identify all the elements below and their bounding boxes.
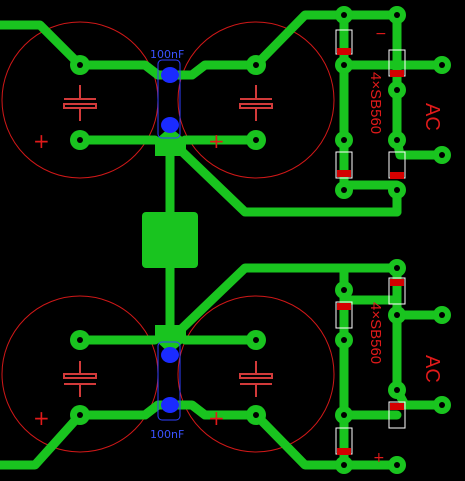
diode-bottom-1 <box>388 277 406 305</box>
drill-bridge-t2 <box>394 12 400 18</box>
diode-bottom-2 <box>335 301 353 329</box>
drill-ac-top-1 <box>439 62 445 68</box>
label-plus-tr: + <box>208 129 225 153</box>
cap-symbols <box>63 85 273 397</box>
smd-cap-top-pad-2 <box>161 117 179 133</box>
drill-bridge-t5 <box>341 137 347 143</box>
drill-cap-bl-2 <box>77 412 83 418</box>
drill-bridge-b7 <box>341 462 347 468</box>
label-minus-bridge-top: − <box>375 26 387 42</box>
smd-caps <box>157 59 181 421</box>
center-pads <box>142 127 198 354</box>
trace-top-right-in <box>251 10 405 70</box>
trace-bridge-bottom-link <box>392 263 447 320</box>
diode-bottom-4 <box>335 427 353 455</box>
label-plus-tl: + <box>33 129 50 153</box>
drill-bridge-b3 <box>341 337 347 343</box>
smd-cap-top-pad-1 <box>161 67 179 83</box>
drill-bridge-t7 <box>341 187 347 193</box>
diode-top-3 <box>335 151 353 179</box>
label-cap-top: 100nF <box>150 48 184 61</box>
drill-bridge-b5 <box>341 412 347 418</box>
drill-bridge-b6 <box>394 387 400 393</box>
labels: 100nF 100nF + + + + + − 4×SB560 4×SB560 … <box>33 26 443 466</box>
drill-bridge-t3 <box>341 62 347 68</box>
label-plus-br: + <box>208 406 225 430</box>
diodes-top <box>335 29 406 179</box>
center-node-top <box>155 127 186 156</box>
label-plus-bridge-bottom: + <box>373 450 385 466</box>
smd-cap-bottom-outline <box>157 341 181 421</box>
drill-ac-bottom-2 <box>439 402 445 408</box>
cap-symbol-bottom-right <box>239 361 273 397</box>
trace-bottom-left-out <box>0 410 85 470</box>
drill-cap-br-2 <box>253 412 259 418</box>
cap-outline-bottom-right <box>177 295 335 453</box>
cap-outline-top-right <box>177 21 335 179</box>
label-bridge-top: 4×SB560 <box>367 72 384 134</box>
trace-top-left-in <box>0 20 85 70</box>
smd-cap-bottom-pad-2 <box>161 397 179 413</box>
drill-bridge-t6 <box>394 137 400 143</box>
smd-cap-top-outline <box>157 59 181 139</box>
center-node-bottom <box>155 325 186 354</box>
smd-cap-bottom-pad-1 <box>161 347 179 363</box>
drill-cap-tl-2 <box>77 137 83 143</box>
cap-symbol-top-left <box>63 85 97 121</box>
drill-ac-bottom-1 <box>439 312 445 318</box>
diodes-bottom <box>335 277 406 455</box>
diode-top-2 <box>388 49 406 77</box>
drill-cap-tl-1 <box>77 62 83 68</box>
drill-bridge-b4 <box>394 312 400 318</box>
center-big-pad <box>142 212 198 268</box>
label-plus-bl: + <box>33 406 50 430</box>
diode-top-1 <box>335 29 353 55</box>
drill-bridge-t4 <box>394 87 400 93</box>
drill-bridge-b1 <box>341 287 347 293</box>
cap-symbol-bottom-left <box>63 361 97 397</box>
drill-cap-br-1 <box>253 337 259 343</box>
drill-cap-tr-1 <box>253 62 259 68</box>
drill-bridge-t8 <box>394 187 400 193</box>
cap-symbol-top-right <box>239 85 273 121</box>
drill-bridge-t1 <box>341 12 347 18</box>
diode-top-4 <box>388 151 406 179</box>
trace-center-to-bridge-top <box>165 135 402 217</box>
drill-cap-bl-1 <box>77 337 83 343</box>
label-ac-top: AC <box>421 103 443 131</box>
label-bridge-bottom: 4×SB560 <box>367 302 384 364</box>
drill-ac-top-2 <box>439 152 445 158</box>
through-hole-pads <box>70 6 451 474</box>
drill-bridge-b2 <box>394 265 400 271</box>
drill-cap-tr-2 <box>253 137 259 143</box>
trace-bottom-right-out <box>251 410 402 470</box>
diode-bottom-3 <box>388 401 406 429</box>
label-cap-bottom: 100nF <box>150 428 184 441</box>
drill-bridge-b8 <box>394 462 400 468</box>
label-ac-bottom: AC <box>421 355 443 383</box>
